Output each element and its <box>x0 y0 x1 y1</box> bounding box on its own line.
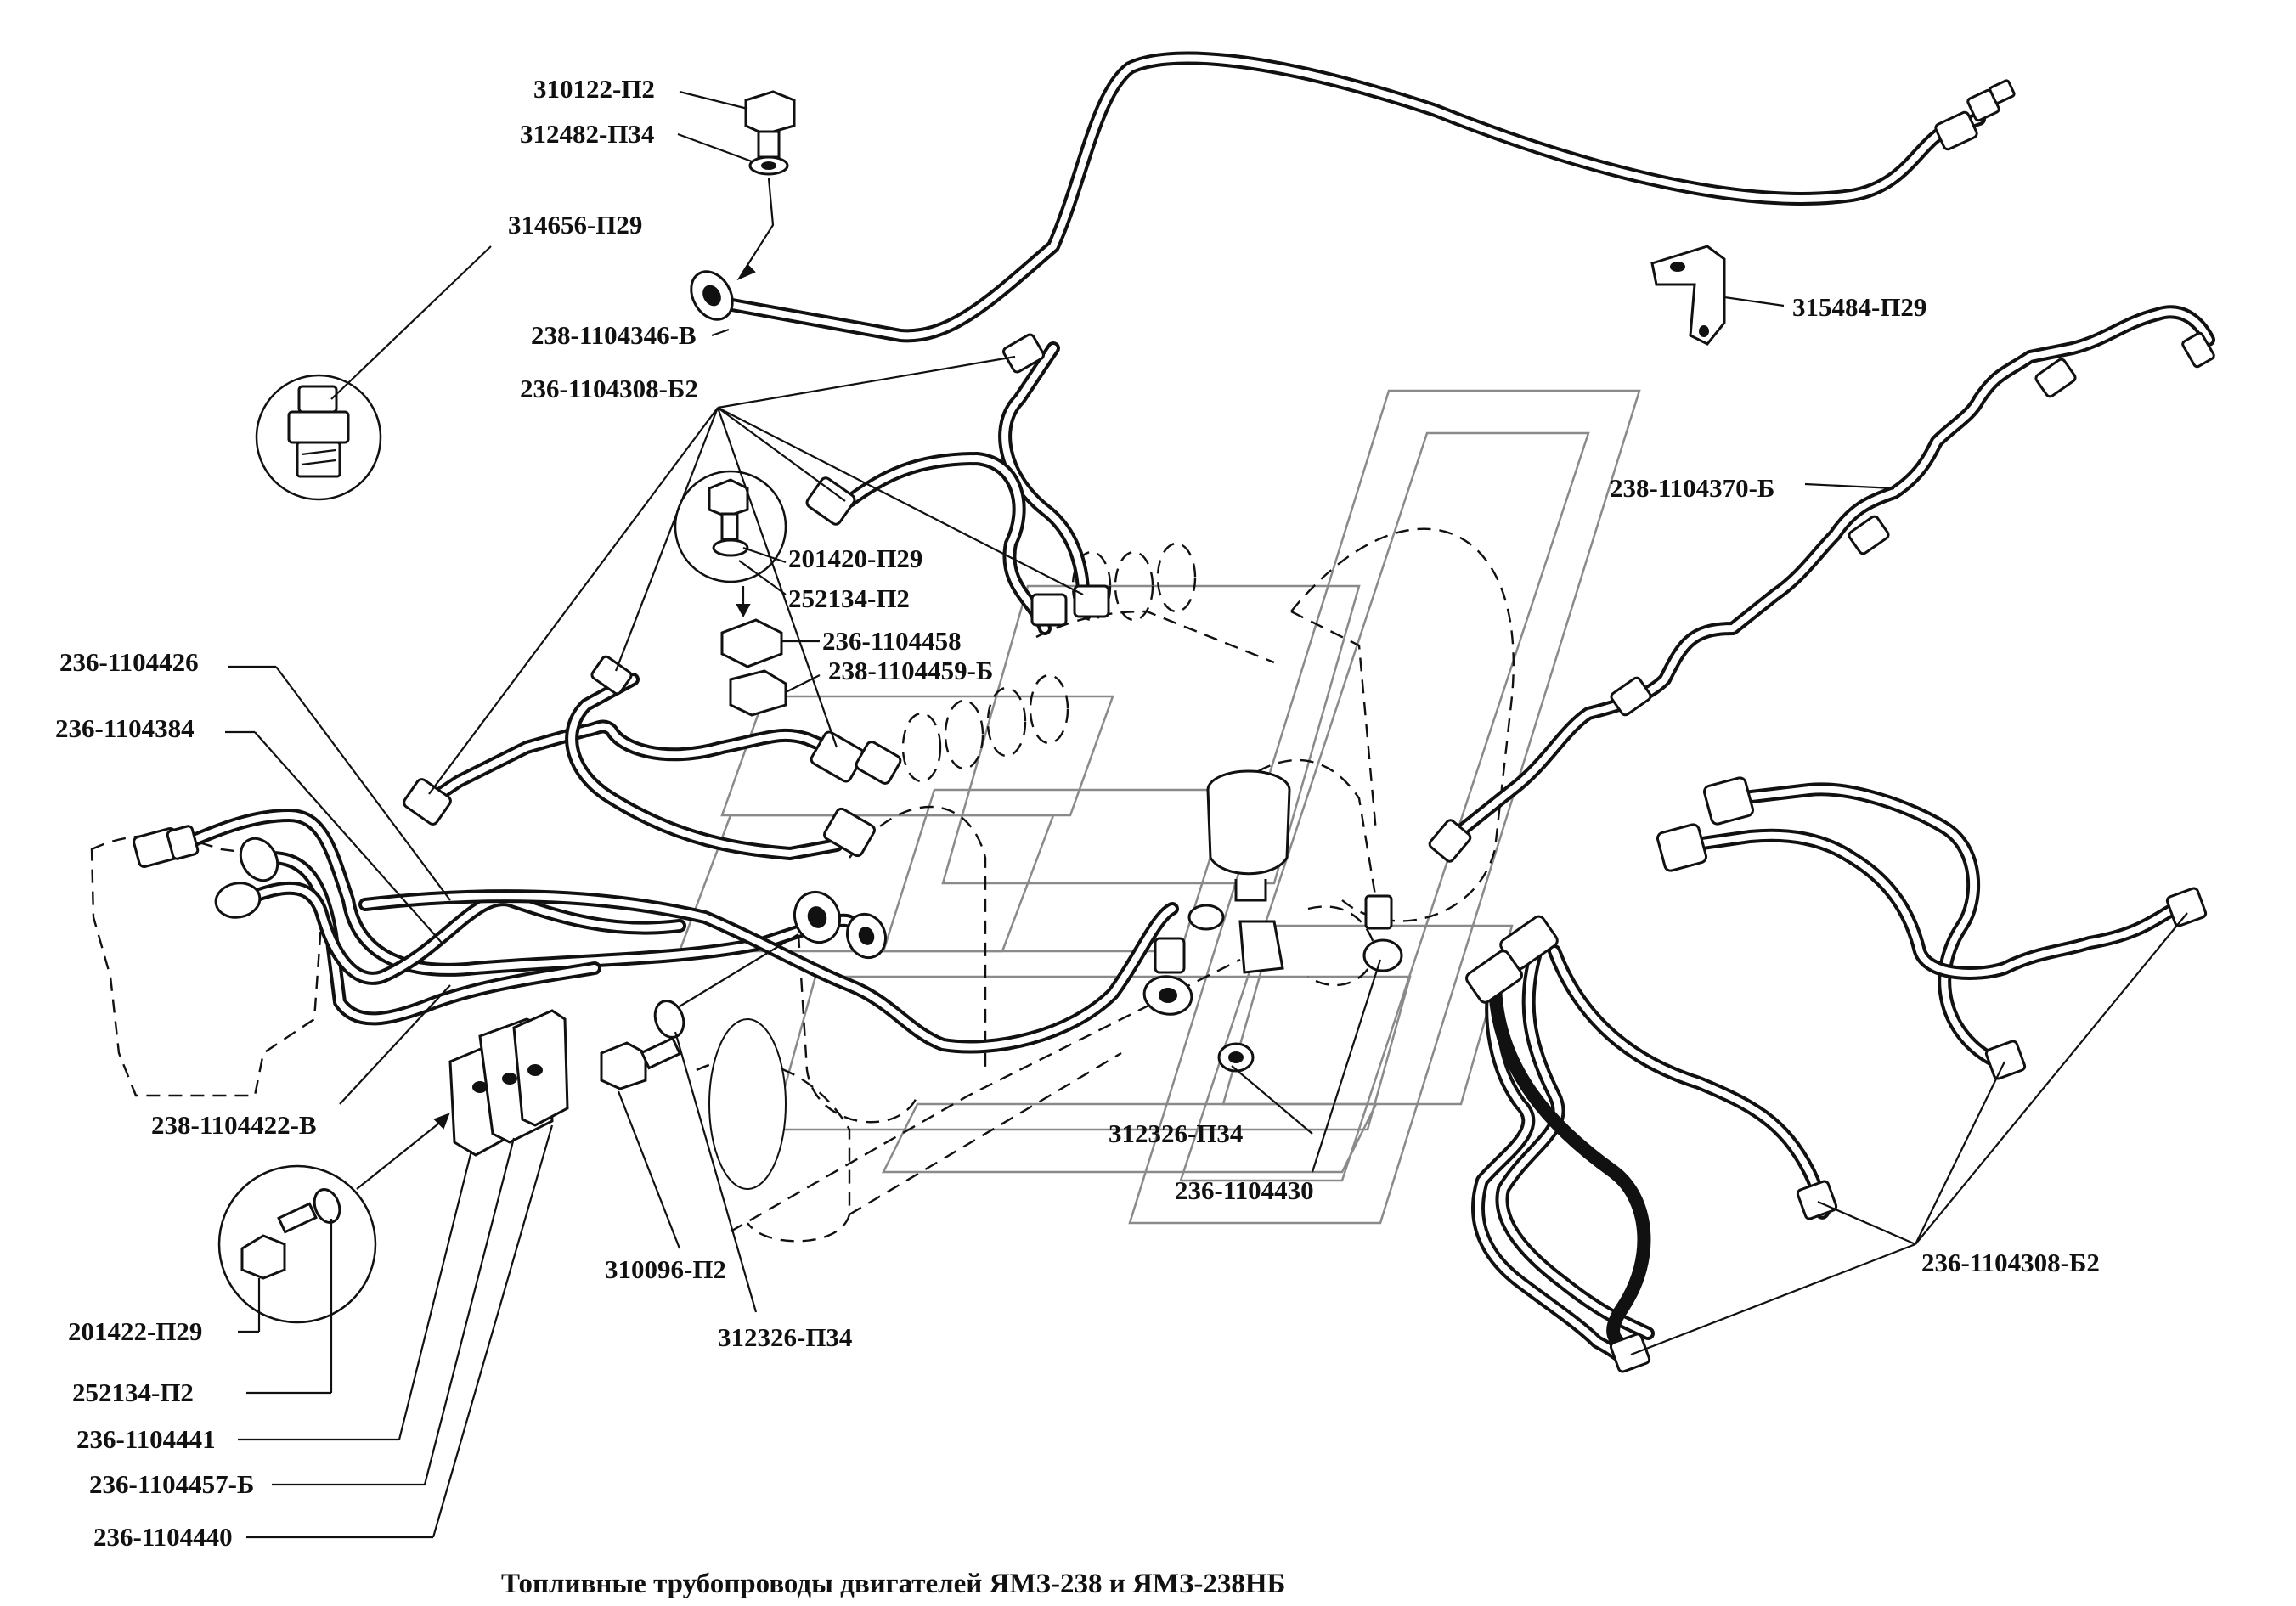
label-236-1104457-b: 236-1104457-Б <box>89 1469 254 1499</box>
detail-circle-201420 <box>674 470 787 717</box>
clip-assembly-236-1104441 <box>217 1009 569 1324</box>
label-238-1104459-b: 238-1104459-Б <box>828 656 993 685</box>
bolt-310122-p2 <box>736 90 796 281</box>
fuel-filter-sketch <box>708 769 1291 1190</box>
detail-circle-314656 <box>255 374 382 501</box>
label-315484-p29: 315484-П29 <box>1792 292 1926 322</box>
pipe-group-upper-middle <box>403 333 1110 860</box>
label-312482-p34: 312482-П34 <box>520 119 654 149</box>
label-310096-p2: 310096-П2 <box>605 1254 726 1284</box>
label-236-1104430: 236-1104430 <box>1175 1175 1314 1205</box>
pipe-group-lower-left <box>133 809 1403 1073</box>
pipe-238-1104346-v <box>690 51 2016 343</box>
pipe-group-right-lower <box>1465 776 2208 1373</box>
part-labels: 310122-П2 312482-П34 314656-П29 238-1104… <box>55 74 2100 1552</box>
label-236-1104426: 236-1104426 <box>59 647 199 677</box>
label-236-1104441: 236-1104441 <box>76 1424 216 1454</box>
label-236-1104440: 236-1104440 <box>93 1522 233 1552</box>
label-312326-p34-mid: 312326-П34 <box>1109 1119 1243 1148</box>
label-201420-p29: 201420-П29 <box>788 544 922 573</box>
bolt-310096-p2 <box>600 933 799 1090</box>
label-238-1104422-v: 238-1104422-В <box>151 1110 317 1140</box>
leader-lines <box>225 90 2188 1539</box>
label-236-1104308-b2-top: 236-1104308-Б2 <box>520 374 698 403</box>
label-314656-p29: 314656-П29 <box>508 210 642 239</box>
label-312326-p34-bottom: 312326-П34 <box>718 1322 852 1352</box>
diagram-caption: Топливные трубопроводы двигателей ЯМЗ-23… <box>501 1569 1285 1599</box>
label-236-1104384: 236-1104384 <box>55 713 195 743</box>
label-236-1104458: 236-1104458 <box>822 626 962 656</box>
label-201422-p29: 201422-П29 <box>68 1316 202 1346</box>
pipe-238-1104370-b <box>1428 305 2215 863</box>
label-238-1104346-v: 238-1104346-В <box>531 320 697 350</box>
label-236-1104308-b2-right: 236-1104308-Б2 <box>1921 1248 2100 1277</box>
label-252134-p2-bottom: 252134-П2 <box>72 1378 194 1407</box>
label-252134-p2-top: 252134-П2 <box>788 583 910 613</box>
bracket-315484 <box>1650 245 1726 346</box>
label-310122-p2: 310122-П2 <box>533 74 655 104</box>
label-238-1104370-b: 238-1104370-Б <box>1610 473 1774 503</box>
